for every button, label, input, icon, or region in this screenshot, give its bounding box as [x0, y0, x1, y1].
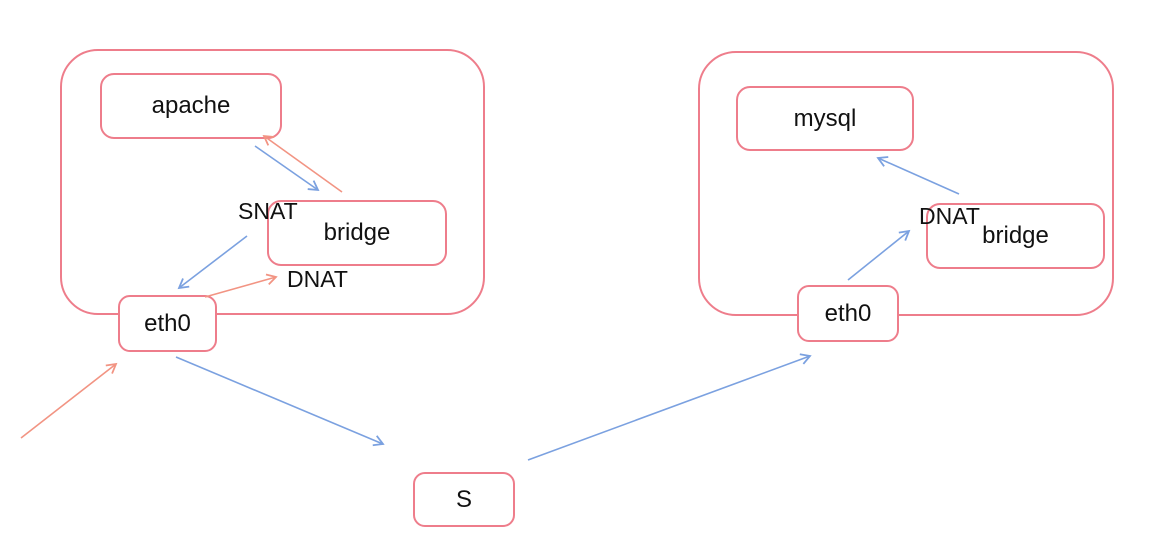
label-dnat-db: DNAT	[919, 203, 980, 229]
arrow-inbound-to-eth0-web	[20, 362, 118, 439]
node-eth0-web-label: eth0	[144, 309, 191, 337]
node-source: S	[413, 472, 515, 527]
node-bridge-db-label: bridge	[982, 222, 1049, 249]
node-eth0-db: eth0	[797, 285, 899, 342]
arrow-source-to-eth0-db	[527, 353, 812, 461]
label-dnat-web: DNAT	[287, 266, 348, 292]
host-box-db	[698, 51, 1114, 316]
node-mysql: mysql	[736, 86, 914, 151]
arrow-eth0-web-to-source	[175, 356, 385, 447]
node-eth0-db-label: eth0	[824, 299, 872, 327]
node-apache-label: apache	[151, 92, 231, 119]
label-snat: SNAT	[238, 198, 298, 224]
node-bridge-web: bridge	[267, 200, 447, 266]
node-source-label: S	[455, 485, 472, 513]
node-eth0-web: eth0	[118, 295, 217, 352]
node-bridge-db: bridge	[926, 203, 1105, 269]
node-apache: apache	[100, 73, 282, 139]
node-bridge-web-label: bridge	[323, 219, 391, 246]
node-mysql-label: mysql	[793, 104, 857, 132]
host-box-web	[60, 49, 485, 315]
